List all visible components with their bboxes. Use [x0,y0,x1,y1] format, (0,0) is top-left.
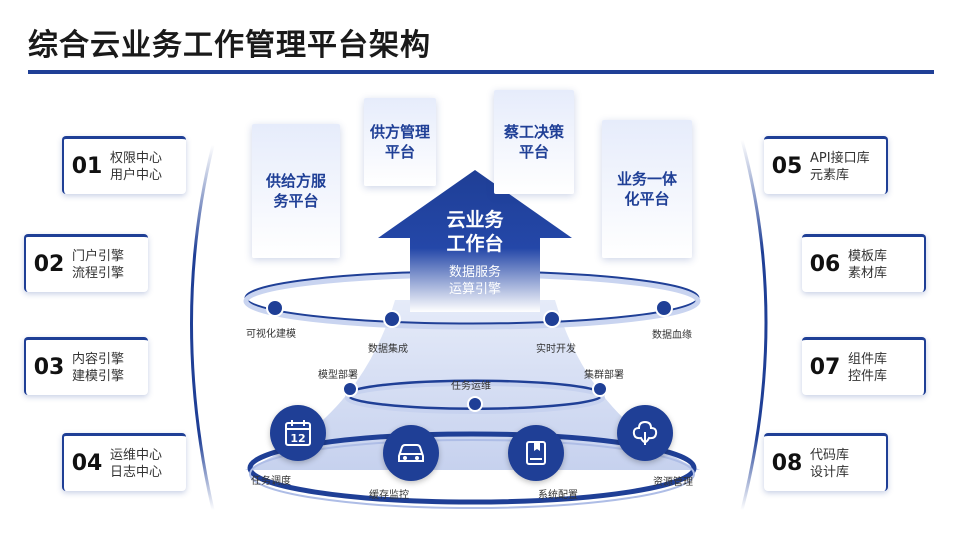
right-card-08: 08 代码库设计库 [764,433,888,491]
panel-decision: 蔡工决策平台 [494,90,574,194]
left-card-04: 04 运维中心日志中心 [62,433,186,491]
cloud-icon [617,405,673,461]
panel-supplier-management: 供方管理平台 [364,98,436,186]
label-cluster-deploy: 集群部署 [584,370,624,381]
label-visual-modeling: 可视化建模 [246,329,296,340]
node-data-integration [383,310,401,328]
node-visual-modeling [266,299,284,317]
label-task-ops: 任务运维 [451,381,491,392]
node-task-ops [467,396,483,412]
right-card-07: 07 组件库控件库 [802,337,926,395]
label-data-integration: 数据集成 [368,344,408,355]
node-cluster-deploy [592,381,608,397]
page-title: 综合云业务工作管理平台架构 [28,28,431,63]
ring-bottom [247,431,697,505]
label-resource-management: 资源管理 [653,477,693,488]
right-card-05: 05 API接口库元素库 [764,136,888,194]
center-subtitle: 数据服务 运算引擎 [448,265,501,297]
panel-business-integration: 业务一体化平台 [602,120,692,258]
label-realtime-dev: 实时开发 [536,344,576,355]
label-cache-monitoring: 缓存监控 [369,490,409,501]
left-card-01: 01 权限中心用户中心 [62,136,186,194]
central-arrow [378,170,572,312]
calendar-icon: 12 [270,405,326,461]
left-card-03: 03 内容引擎建模引擎 [24,337,148,395]
node-model-deploy [342,381,358,397]
label-task-scheduling: 任务调度 [251,476,291,487]
right-bracket [740,139,768,511]
panel-supplier-service: 供给方服务平台 [252,124,340,258]
right-card-06: 06 模板库素材库 [802,234,926,292]
label-model-deploy: 模型部署 [318,370,358,381]
label-system-config: 系统配置 [538,490,578,501]
book-icon [508,425,564,481]
car-icon [383,425,439,481]
left-bracket [190,144,215,511]
title-divider [28,70,934,74]
center-title: 云业务 工作台 [446,209,504,255]
label-data-lineage: 数据血缘 [652,330,692,341]
left-card-02: 02 门户引擎流程引擎 [24,234,148,292]
node-realtime-dev [543,310,561,328]
calendar-day: 12 [290,432,305,445]
node-data-lineage [655,299,673,317]
